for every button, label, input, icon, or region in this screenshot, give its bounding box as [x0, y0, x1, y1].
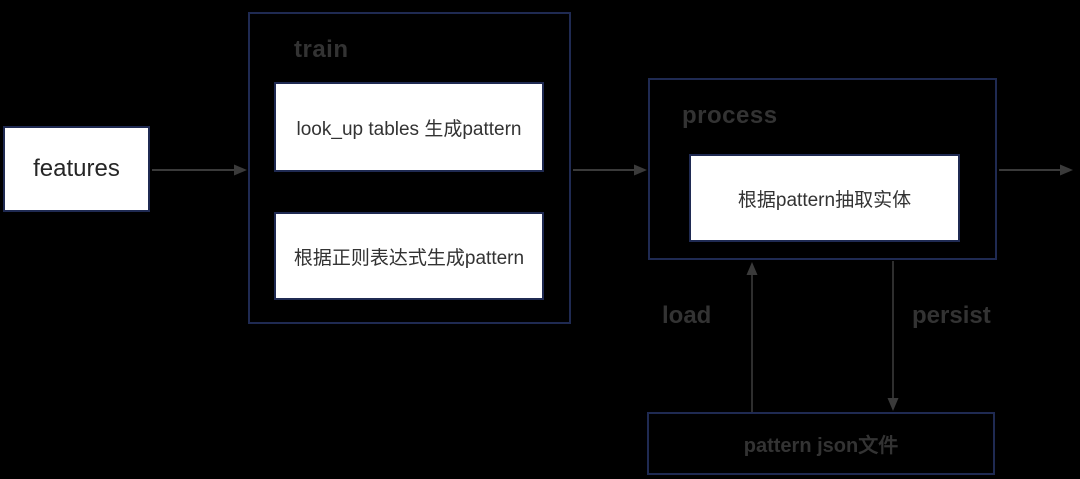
- process-step-extract-entities-label: 根据pattern抽取实体: [737, 189, 912, 211]
- persist-edge-label: persist: [912, 302, 991, 329]
- train-step-regex-label: 根据正则表达式生成pattern: [293, 247, 525, 269]
- pattern-json-file-node: pattern json文件: [647, 412, 995, 475]
- features-label: features: [33, 155, 120, 182]
- arrow-load: [746, 262, 758, 412]
- arrow-features-to-train: [152, 164, 247, 176]
- arrow-process-to-output: [999, 164, 1073, 176]
- train-step-regex: 根据正则表达式生成pattern: [274, 212, 544, 300]
- process-step-extract-entities: 根据pattern抽取实体: [689, 154, 960, 242]
- train-group: train look_up tables 生成pattern 根据正则表达式生成…: [248, 12, 571, 324]
- features-node: features: [3, 126, 150, 212]
- train-group-title: train: [294, 36, 349, 63]
- train-step-lookup-tables: look_up tables 生成pattern: [274, 82, 544, 172]
- arrow-train-to-process: [573, 164, 647, 176]
- process-group-title: process: [682, 102, 778, 129]
- train-step-lookup-tables-label: look_up tables 生成pattern: [296, 118, 522, 140]
- load-edge-label: load: [662, 302, 712, 329]
- pattern-json-file-label: pattern json文件: [743, 435, 899, 457]
- arrow-persist: [887, 261, 899, 411]
- process-group: process 根据pattern抽取实体: [648, 78, 997, 260]
